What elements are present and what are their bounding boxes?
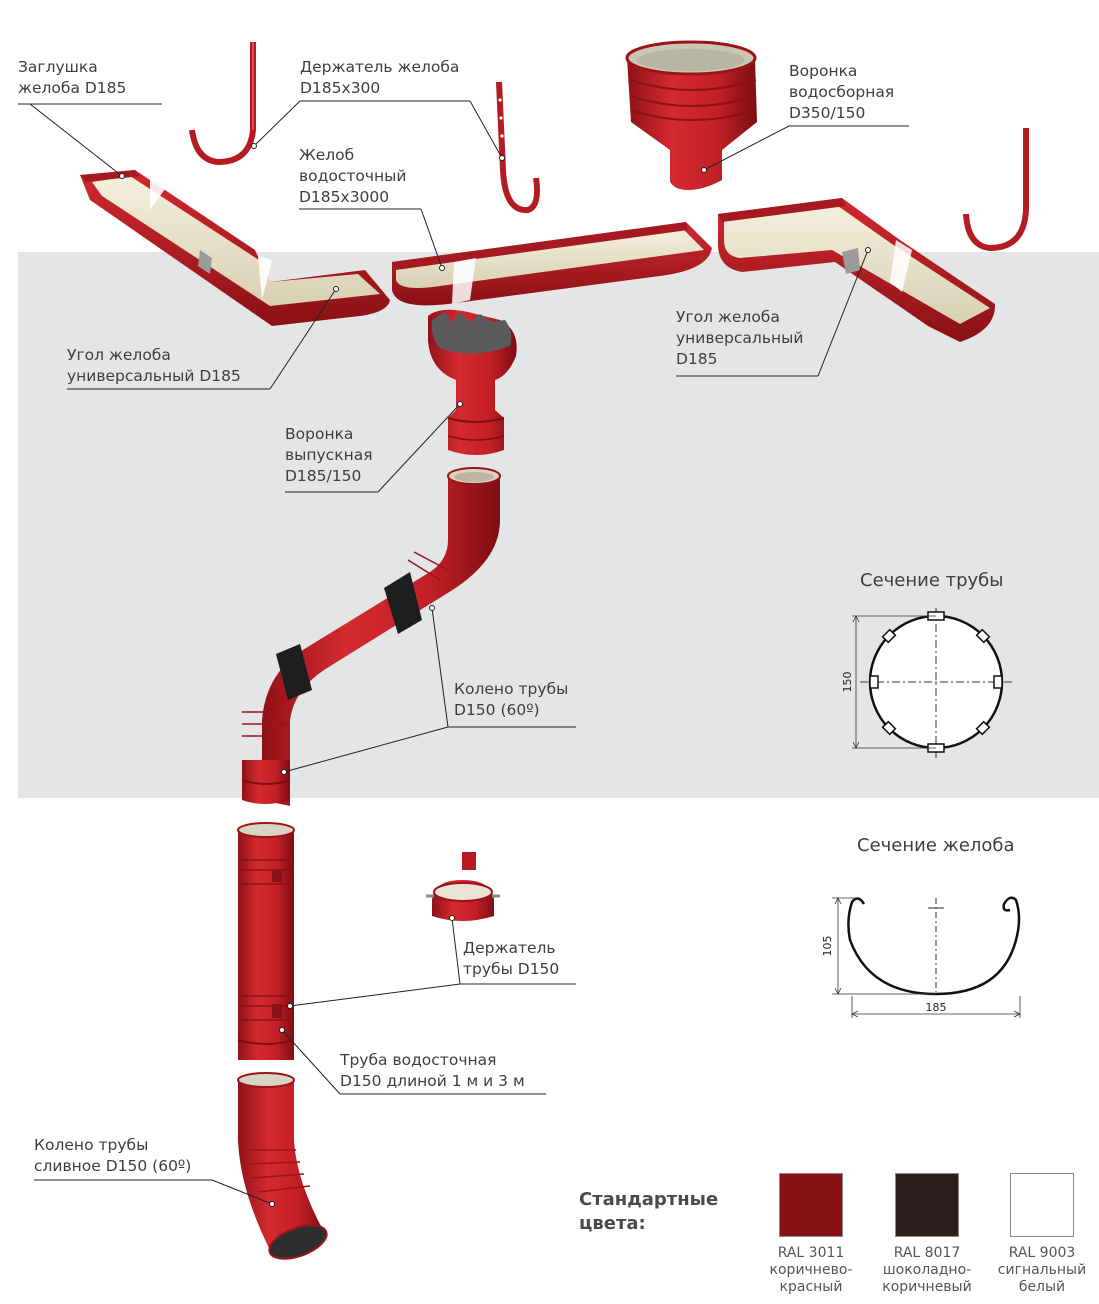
label-corner-left: Угол желоба универсальный D185 [67,346,241,385]
leader-lines [18,100,909,1205]
gutter-holder-left [189,42,256,166]
color-caption-ral-9003: RAL 9003 сигнальный белый [997,1245,1087,1295]
standard-colors-title: Стандартные цвета: [579,1189,719,1234]
pipe-section-title: Сечение трубы [860,570,1004,591]
label-collector-funnel: Воронка водосборная D350/150 [789,62,895,122]
label-outlet-funnel: Воронка выпускная D185/150 [285,425,373,485]
gutter-section-width: 185 [926,1001,947,1014]
gutter-section-title: Сечение желоба [857,835,1015,856]
label-pipe-elbow: Колено трубы D150 (60º) [454,680,569,719]
leader-dots [119,143,871,1207]
gutter-holder-center [496,81,540,214]
gutter-holder-right [963,128,1029,252]
pipe-elbow-assembly [241,467,501,806]
label-pipe-holder: Держатель трубы D150 [463,939,560,978]
color-caption-ral-8017: RAL 8017 шоколадно- коричневый [882,1245,972,1295]
color-swatch-ral-8017 [895,1173,959,1237]
color-swatch-ral-9003 [1010,1173,1074,1237]
label-gutter-holder: Держатель желоба D185x300 [300,58,460,97]
drain-elbow [237,1072,328,1260]
label-corner-right: Угол желоба универсальный D185 [676,308,804,368]
label-drain-elbow: Колено трубы сливное D150 (60º) [34,1136,192,1175]
color-swatch-ral-3011 [779,1173,843,1237]
gutter-straight [392,222,712,306]
color-caption-ral-3011: RAL 3011 коричнево- красный [769,1245,853,1295]
pipe-section-dimension: 150 [841,672,854,693]
pipe-section-drawing [852,608,1012,758]
gutter-corner-right [718,198,996,342]
pipe-holder [426,852,500,921]
gutter-section-height: 105 [821,936,834,957]
gutter-section-drawing [832,896,1021,1018]
label-downpipe: Труба водосточная D150 длиной 1 м и 3 м [340,1051,525,1090]
label-gutter: Желоб водосточный D185x3000 [299,146,407,206]
gutter-corner-left [80,170,390,326]
downpipe [237,822,295,1060]
label-end-cap: Заглушка желоба D185 [18,58,127,97]
collector-funnel [625,40,757,190]
outlet-funnel [428,309,517,455]
